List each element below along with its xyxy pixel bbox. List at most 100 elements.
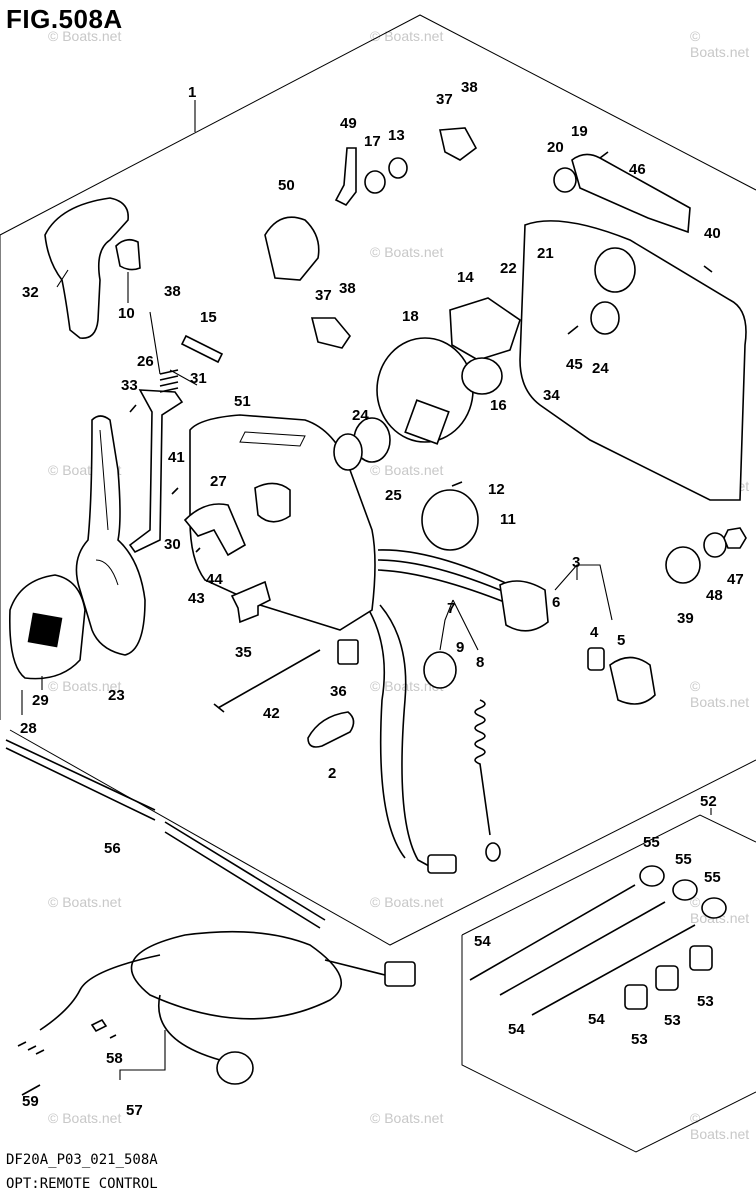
callout-45: 45: [566, 356, 583, 373]
cover-strip-part: [571, 153, 691, 234]
callout-41: 41: [168, 449, 185, 466]
watermark: © Boats.net: [48, 1110, 122, 1126]
collar-part: [655, 965, 679, 991]
watermark: © Boats.net: [370, 462, 444, 478]
callout-16: 16: [490, 397, 507, 414]
harness-wire: [377, 549, 513, 606]
housing-label: [239, 431, 306, 447]
buzzer-part: [421, 489, 479, 551]
shift-arm-part: [310, 317, 351, 349]
cover-emblem: [27, 612, 63, 648]
callout-49: 49: [340, 115, 357, 132]
nut-part: [723, 527, 747, 549]
callout-52: 52: [700, 793, 717, 810]
callout-54b: 54: [508, 1021, 525, 1038]
callout-50: 50: [278, 177, 295, 194]
control-lever-part: [75, 415, 146, 656]
figure-title: FIG.508A: [6, 4, 123, 34]
washer-part: [701, 897, 727, 919]
callout-43: 43: [188, 590, 205, 607]
callout-30: 30: [164, 536, 181, 553]
callout-10: 10: [118, 305, 135, 322]
callout-6: 6: [552, 594, 560, 611]
watermark: © Boats.net: [48, 28, 122, 44]
plate-hole: [590, 301, 620, 335]
callout-26: 26: [137, 353, 154, 370]
callout-12: 12: [488, 481, 505, 498]
watermark: © Boats.net: [370, 678, 444, 694]
key-part: [587, 647, 605, 671]
callout-51: 51: [234, 393, 251, 410]
callout-53: 53: [697, 993, 714, 1010]
terminal-part: [17, 1018, 117, 1055]
washer-part: [553, 167, 577, 193]
callout-18: 18: [402, 308, 419, 325]
control-cable-part: [164, 821, 326, 929]
callout-38b: 38: [164, 283, 181, 300]
friction-ring-part: [461, 357, 503, 395]
callout-13: 13: [388, 127, 405, 144]
side-plate-part: [519, 220, 747, 501]
callout-9: 9: [456, 639, 464, 656]
callout-21: 21: [537, 245, 554, 262]
callout-31: 31: [190, 370, 207, 387]
callout-48: 48: [706, 587, 723, 604]
screw-part: [21, 1084, 41, 1096]
callout-44: 44: [206, 571, 223, 588]
control-cable-part: [5, 739, 156, 821]
lanyard-cord: [474, 699, 491, 836]
housing-part: [189, 414, 376, 631]
leader-line: [21, 676, 43, 715]
callout-47: 47: [727, 571, 744, 588]
callout-15: 15: [200, 309, 217, 326]
callout-32: 32: [22, 284, 39, 301]
connector-part: [427, 854, 457, 874]
callout-54c: 54: [588, 1011, 605, 1028]
watermark: © Boats.net: [690, 678, 750, 710]
callout-4: 4: [590, 624, 599, 641]
callout-24: 24: [352, 407, 369, 424]
callout-7: 7: [447, 600, 455, 617]
callout-54: 54: [474, 933, 491, 950]
callout-37: 37: [436, 91, 453, 108]
callout-56: 56: [104, 840, 121, 857]
main-harness-part: [324, 959, 386, 976]
callout-14: 14: [457, 269, 474, 286]
leader-line: [119, 1030, 166, 1080]
long-screw-part: [213, 649, 321, 713]
link-part: [334, 147, 357, 207]
callout-37b: 37: [315, 287, 332, 304]
lever-slot: [95, 429, 119, 586]
callout-8: 8: [476, 654, 484, 671]
harness-wire: [369, 611, 406, 859]
collar-part: [624, 984, 648, 1010]
watermark: © Boats.net: [48, 894, 122, 910]
leader-line: [56, 100, 198, 386]
connector-part: [216, 1051, 254, 1085]
seal-part: [333, 433, 363, 471]
callout-17: 17: [364, 133, 381, 150]
collar-part: [689, 945, 713, 971]
key-switch-part: [499, 580, 549, 632]
watermark: © Boats.net: [370, 244, 444, 260]
mount-plate-part: [307, 711, 355, 748]
callout-5: 5: [617, 632, 625, 649]
callout-2: 2: [328, 765, 336, 782]
washer-part: [639, 865, 665, 887]
watermark: © Boats.net: [690, 1110, 750, 1142]
ring-part: [254, 482, 291, 523]
callout-29: 29: [32, 692, 49, 709]
connector-part: [384, 961, 416, 987]
knob-part: [609, 656, 656, 705]
kit-boundary: [461, 814, 756, 1153]
pin-part: [180, 334, 224, 364]
callout-42: 42: [263, 705, 280, 722]
washer-part: [672, 879, 698, 901]
callout-3: 3: [572, 554, 580, 571]
callout-57: 57: [126, 1102, 143, 1119]
callout-35: 35: [235, 644, 252, 661]
handle-grip-part: [44, 197, 129, 339]
harness-wire: [379, 604, 441, 873]
watermark: © Boats.net: [370, 894, 444, 910]
